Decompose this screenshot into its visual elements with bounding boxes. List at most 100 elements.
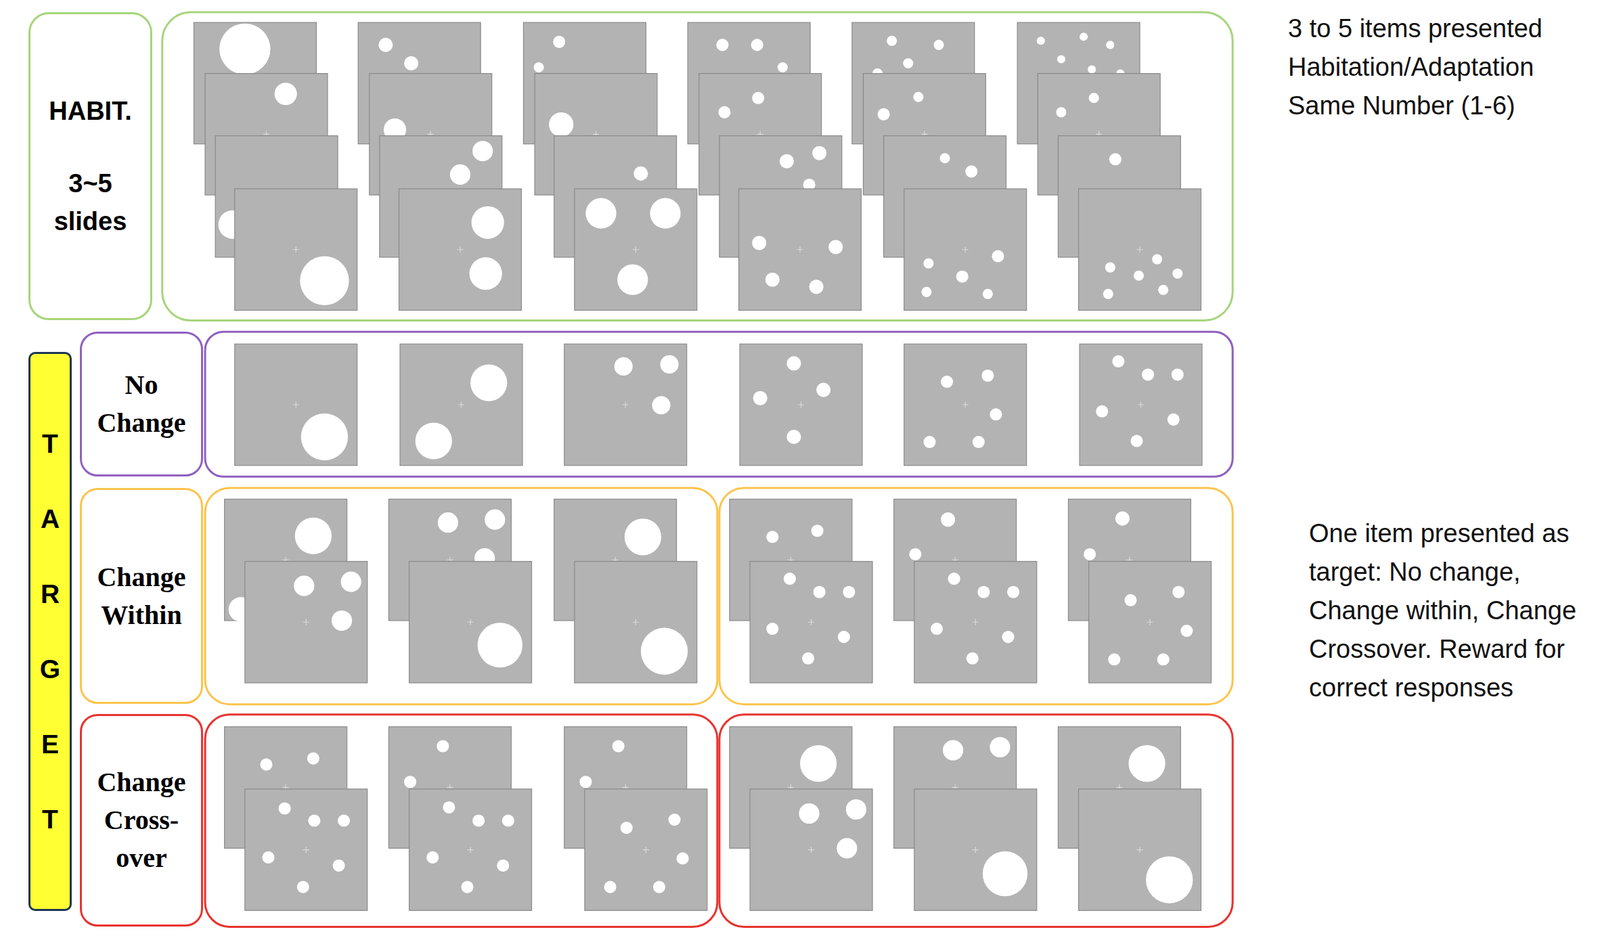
box-heading: HABIT. — [48, 92, 132, 130]
stimulus-dot — [1087, 65, 1096, 74]
stimulus-dot — [1151, 254, 1163, 265]
stimulus-dot — [437, 512, 459, 533]
stimulus-dot — [426, 851, 439, 864]
stimulus-dot — [471, 206, 505, 239]
stimulus-dot — [991, 250, 1004, 263]
stimulus-dot — [765, 272, 780, 287]
stimulus-dot — [751, 235, 767, 250]
stimulus-dot — [1083, 548, 1096, 561]
stimulus-dot — [1105, 262, 1116, 273]
stimulus-dot — [921, 286, 932, 298]
stimulus-slide — [574, 188, 698, 310]
stimulus-dot — [1124, 594, 1137, 607]
stimulus-slide — [409, 561, 532, 683]
box-heading: Change Within — [90, 558, 193, 635]
stimulus-dot — [1107, 653, 1121, 666]
stimulus-dot — [484, 509, 505, 530]
stimulus-dot — [293, 575, 315, 597]
slide-part — [205, 714, 718, 928]
stimulus-dot — [982, 289, 993, 300]
change-crossover-slides — [224, 726, 1202, 911]
stimulus-dot — [1180, 624, 1193, 637]
stimulus-slide — [574, 561, 698, 683]
stimulus-dot — [1172, 268, 1183, 279]
stimulus-slide — [245, 561, 368, 683]
stimulus-slide — [1089, 561, 1212, 683]
stimulus-dot — [301, 413, 348, 461]
stimulus-dot — [341, 571, 362, 593]
stimulus-dot — [798, 803, 819, 824]
stimulus-dot — [415, 422, 453, 459]
stimulus-dot — [1128, 745, 1165, 782]
stimulus-dot — [612, 739, 625, 752]
stimulus-dot — [404, 56, 419, 71]
box-heading: TARGET — [37, 406, 64, 857]
stimulus-dot — [278, 802, 292, 815]
stimulus-dot — [1157, 653, 1170, 666]
stimulus-dot — [1167, 413, 1180, 426]
stimulus-dot — [972, 435, 985, 449]
stimulus-dot — [585, 198, 616, 229]
stimulus-dot — [1007, 586, 1020, 599]
stimulus-slide — [749, 789, 873, 911]
stimulus-dot — [783, 572, 796, 585]
stimulus-slide — [904, 343, 1027, 465]
stimulus-dot — [766, 622, 779, 635]
stimulus-dot — [766, 530, 779, 543]
slide-part — [205, 331, 1233, 477]
condition-box: Change Within — [79, 487, 204, 704]
stimulus-dot — [442, 801, 455, 814]
stimulus-dot — [942, 739, 964, 761]
stimulus-dot — [812, 146, 827, 161]
stimulus-dot — [940, 152, 951, 164]
stimulus-slide — [739, 343, 863, 465]
stimulus-dot — [982, 851, 1028, 897]
stimulus-dot — [640, 628, 688, 675]
stimulus-dot — [299, 256, 349, 306]
stimulus-dot — [923, 258, 934, 269]
stimulus-dot — [651, 395, 671, 415]
stimulus-dot — [1095, 405, 1108, 418]
slide-part — [205, 487, 718, 705]
stimulus-dot — [659, 355, 679, 374]
stimulus-slide — [1078, 188, 1202, 310]
stimulus-dot — [965, 165, 978, 178]
stimulus-slide — [584, 789, 708, 911]
stimulus-dot — [813, 586, 826, 599]
condition-box: No Change — [79, 331, 204, 477]
stimulus-dot — [552, 35, 566, 49]
stimulus-dot — [989, 737, 1010, 758]
stimulus-dot — [751, 92, 765, 105]
stimulus-dot — [809, 279, 824, 294]
stimulus-dot — [923, 435, 936, 449]
stimulus-dot — [908, 548, 922, 561]
stimulus-dot — [460, 881, 474, 894]
stimulus-dot — [940, 512, 955, 527]
stimulus-dot — [649, 198, 681, 229]
stimulus-slide — [904, 188, 1027, 310]
stimulus-dot — [307, 814, 321, 828]
stimulus-slide — [234, 188, 358, 310]
stimulus-dot — [716, 38, 729, 51]
stimulus-dot — [1109, 152, 1122, 166]
stimulus-dot — [378, 37, 393, 53]
group-frame — [162, 12, 1234, 927]
stimulus-dot — [977, 586, 990, 599]
stimulus-dot — [1112, 355, 1125, 368]
stimulus-dot — [633, 166, 648, 181]
stimulus-slide — [1079, 343, 1203, 465]
stimulus-dot — [469, 257, 503, 290]
stimulus-dot — [604, 881, 617, 894]
stimulus-dot — [502, 814, 515, 828]
no-change-slides — [234, 343, 1203, 465]
stimulus-dot — [836, 837, 857, 859]
stimulus-dot — [902, 58, 914, 69]
stimulus-slide — [564, 343, 687, 465]
stimulus-dot — [811, 524, 824, 537]
stimulus-dot — [1055, 106, 1066, 118]
stimulus-dot — [837, 630, 851, 643]
habituation-label-box: HABIT.3~5 slides — [28, 12, 153, 321]
stimulus-dot — [624, 518, 662, 555]
stimulus-dot — [1158, 284, 1169, 296]
